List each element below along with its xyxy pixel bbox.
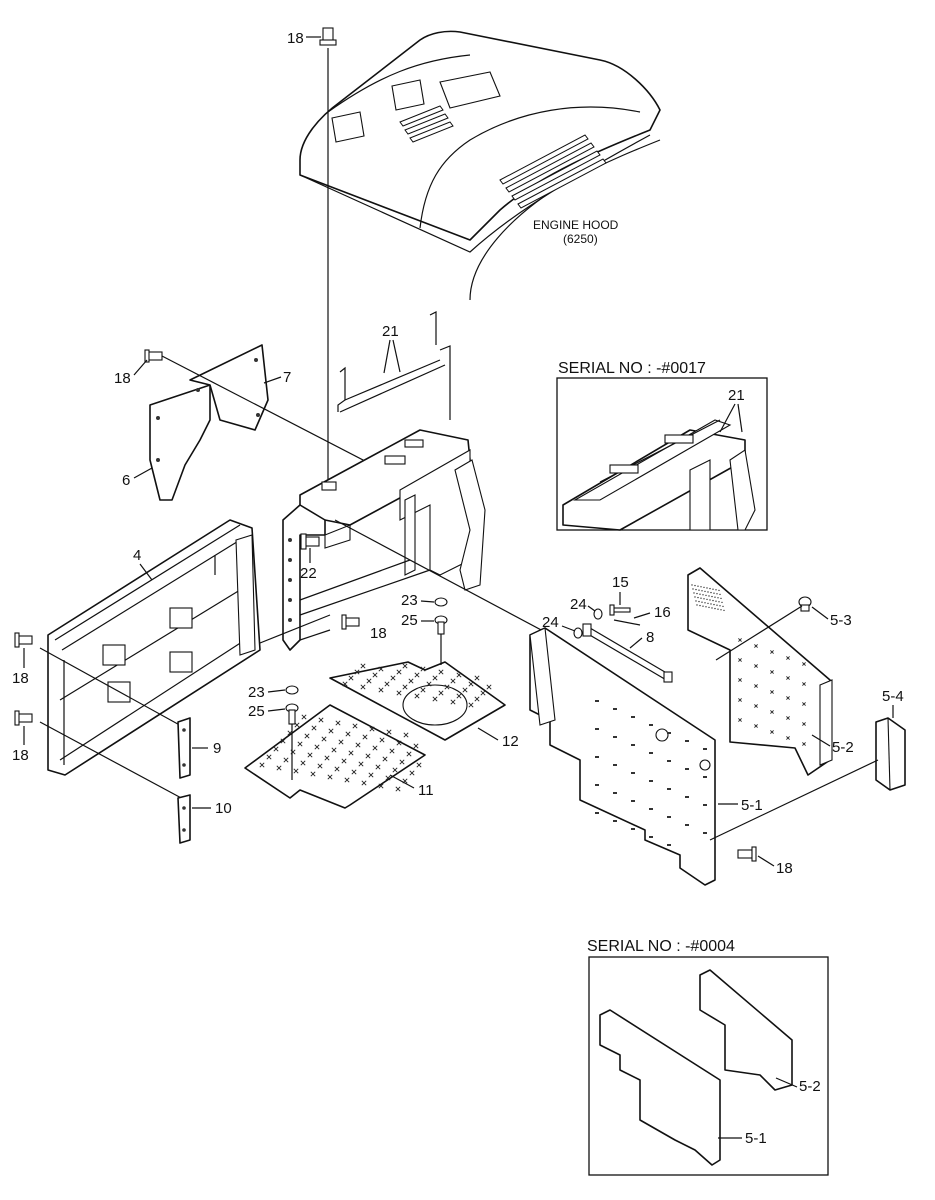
floor-plate-11 bbox=[244, 704, 426, 809]
bolt-18-top bbox=[319, 27, 337, 46]
bracket-10 bbox=[177, 794, 191, 844]
bolt-18-left-a bbox=[14, 632, 33, 648]
inset-1-callout-21: 21 bbox=[728, 387, 745, 404]
callout-labels: 18 18 7 6 21 22 4 18 18 18 23 25 23 25 9… bbox=[12, 30, 904, 877]
callout-24-b: 24 bbox=[542, 614, 559, 631]
pad-5-4 bbox=[875, 717, 906, 791]
inset-1-title: SERIAL NO : -#0017 bbox=[558, 360, 706, 377]
washer-23-lower bbox=[285, 685, 299, 695]
engine-hood-code: (6250) bbox=[563, 232, 598, 246]
washer-24-b bbox=[573, 627, 583, 639]
callout-8: 8 bbox=[646, 629, 654, 646]
bolt-18-left-b bbox=[14, 710, 33, 726]
callout-22: 22 bbox=[300, 565, 317, 582]
callout-9: 9 bbox=[213, 740, 221, 757]
callout-16: 16 bbox=[654, 604, 671, 621]
bracket-9 bbox=[177, 717, 191, 779]
inset-serial-0017: SERIAL NO : -#0017 21 bbox=[556, 360, 768, 531]
inset-2-callout-5-1: 5-1 bbox=[745, 1130, 767, 1147]
engine-hood-label: ENGINE HOOD bbox=[533, 218, 619, 232]
callout-5-1: 5-1 bbox=[741, 797, 763, 814]
callout-5-4: 5-4 bbox=[882, 688, 904, 705]
callout-24-a: 24 bbox=[570, 596, 587, 613]
bolt-15 bbox=[609, 604, 631, 616]
inset-2-title: SERIAL NO : -#0004 bbox=[587, 938, 735, 955]
inset-2-callout-5-2: 5-2 bbox=[799, 1078, 821, 1095]
callout-25-b: 25 bbox=[248, 703, 265, 720]
frame bbox=[282, 429, 486, 651]
washer-23-upper bbox=[434, 597, 448, 607]
bolt-25-upper bbox=[434, 615, 448, 635]
callout-10: 10 bbox=[215, 800, 232, 817]
callout-23-a: 23 bbox=[401, 592, 418, 609]
panel-5-2 bbox=[687, 567, 833, 776]
panel-5-1-holes bbox=[595, 700, 707, 846]
rod-21 bbox=[337, 311, 451, 420]
bolt-25-lower bbox=[285, 703, 299, 725]
callout-18-b: 18 bbox=[114, 370, 131, 387]
bolt-5-3 bbox=[798, 596, 812, 612]
callout-7: 7 bbox=[283, 369, 291, 386]
callout-18-e: 18 bbox=[12, 747, 29, 764]
panel-6-7 bbox=[149, 344, 269, 501]
callout-18-c: 18 bbox=[370, 625, 387, 642]
callout-5-3: 5-3 bbox=[830, 612, 852, 629]
bolt-22 bbox=[300, 533, 320, 550]
callout-4: 4 bbox=[133, 547, 141, 564]
callout-18-f: 18 bbox=[776, 860, 793, 877]
floor-plate-12 bbox=[329, 661, 506, 741]
callout-23-b: 23 bbox=[248, 684, 265, 701]
washer-24-a bbox=[593, 608, 603, 620]
rod-8 bbox=[582, 623, 673, 683]
bolt-18-mid bbox=[341, 614, 360, 630]
callout-15: 15 bbox=[612, 574, 629, 591]
callout-25-a: 25 bbox=[401, 612, 418, 629]
panel-5-1 bbox=[529, 627, 716, 886]
callout-18-d: 18 bbox=[12, 670, 29, 687]
callout-18-a: 18 bbox=[287, 30, 304, 47]
bolt-18-left-upper bbox=[144, 349, 163, 363]
callout-21: 21 bbox=[382, 323, 399, 340]
panel-4 bbox=[47, 519, 261, 776]
engine-hood: ENGINE HOOD (6250) bbox=[299, 30, 661, 301]
callout-6: 6 bbox=[122, 472, 130, 489]
callout-12: 12 bbox=[502, 733, 519, 750]
floor-plate-pattern bbox=[259, 663, 492, 792]
inset-serial-0004: SERIAL NO : -#0004 5-2 5-1 bbox=[587, 938, 829, 1176]
bolt-18-right bbox=[737, 846, 757, 862]
panel-5-2-holes bbox=[691, 584, 806, 746]
callout-11: 11 bbox=[418, 782, 434, 799]
callout-5-2: 5-2 bbox=[832, 739, 854, 756]
